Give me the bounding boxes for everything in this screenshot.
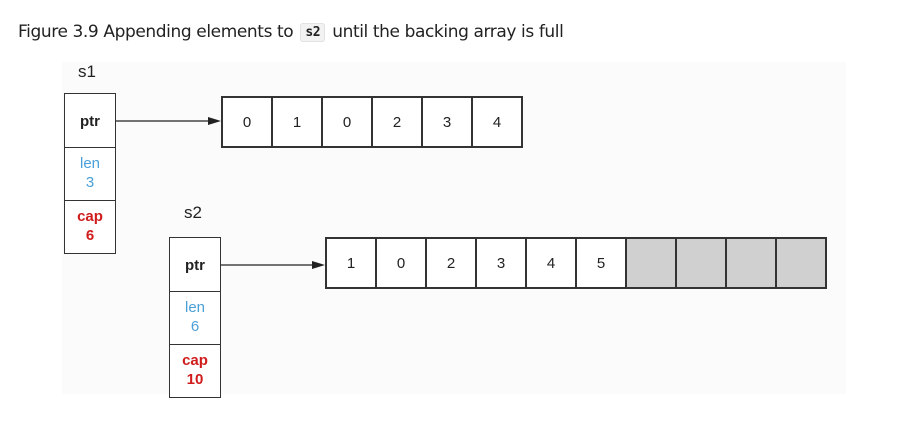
s2-label: s2 — [184, 203, 202, 222]
s2-ptr-field: ptr — [169, 237, 221, 292]
figure-caption: Figure 3.9 Appending elements to s2 unti… — [18, 22, 564, 42]
s1-cell: 4 — [471, 96, 523, 148]
caption-text-before: Figure 3.9 Appending elements to — [18, 22, 294, 42]
s2-ptr-label: ptr — [185, 257, 205, 274]
s1-cap-value: 6 — [85, 227, 95, 244]
s2-len-value: 6 — [190, 318, 200, 335]
s1-cell: 0 — [221, 96, 273, 148]
s1-len-field: len 3 — [64, 148, 116, 201]
s2-cell: 3 — [475, 237, 527, 289]
s2-cell: 2 — [425, 237, 477, 289]
s2-empty-cell — [775, 237, 827, 289]
s1-cap-field: cap 6 — [64, 201, 116, 254]
s2-len-label: len — [184, 299, 206, 316]
s2-len-field: len 6 — [169, 292, 221, 345]
s1-len-label: len — [79, 155, 101, 172]
s2-empty-cell — [675, 237, 727, 289]
s2-ptr-arrowhead-icon — [312, 261, 325, 269]
s2-cell: 5 — [575, 237, 627, 289]
s1-len-value: 3 — [85, 174, 95, 191]
s2-empty-cell — [625, 237, 677, 289]
s2-cap-field: cap 10 — [169, 345, 221, 398]
s1-label: s1 — [78, 62, 96, 81]
s1-ptr-arrowhead-icon — [208, 117, 221, 125]
s1-ptr-field: ptr — [64, 93, 116, 148]
s2-cap-value: 10 — [186, 371, 204, 388]
s1-cap-label: cap — [77, 208, 103, 225]
s2-cap-label: cap — [182, 352, 208, 369]
caption-code: s2 — [300, 23, 326, 42]
caption-text-after: until the backing array is full — [332, 22, 564, 42]
s1-cell: 3 — [421, 96, 473, 148]
s1-slice-header: ptr len 3 cap 6 — [64, 93, 116, 254]
s2-slice-header: ptr len 6 cap 10 — [169, 237, 221, 398]
s1-cell: 1 — [271, 96, 323, 148]
s2-cell: 0 — [375, 237, 427, 289]
s1-ptr-label: ptr — [80, 113, 100, 130]
